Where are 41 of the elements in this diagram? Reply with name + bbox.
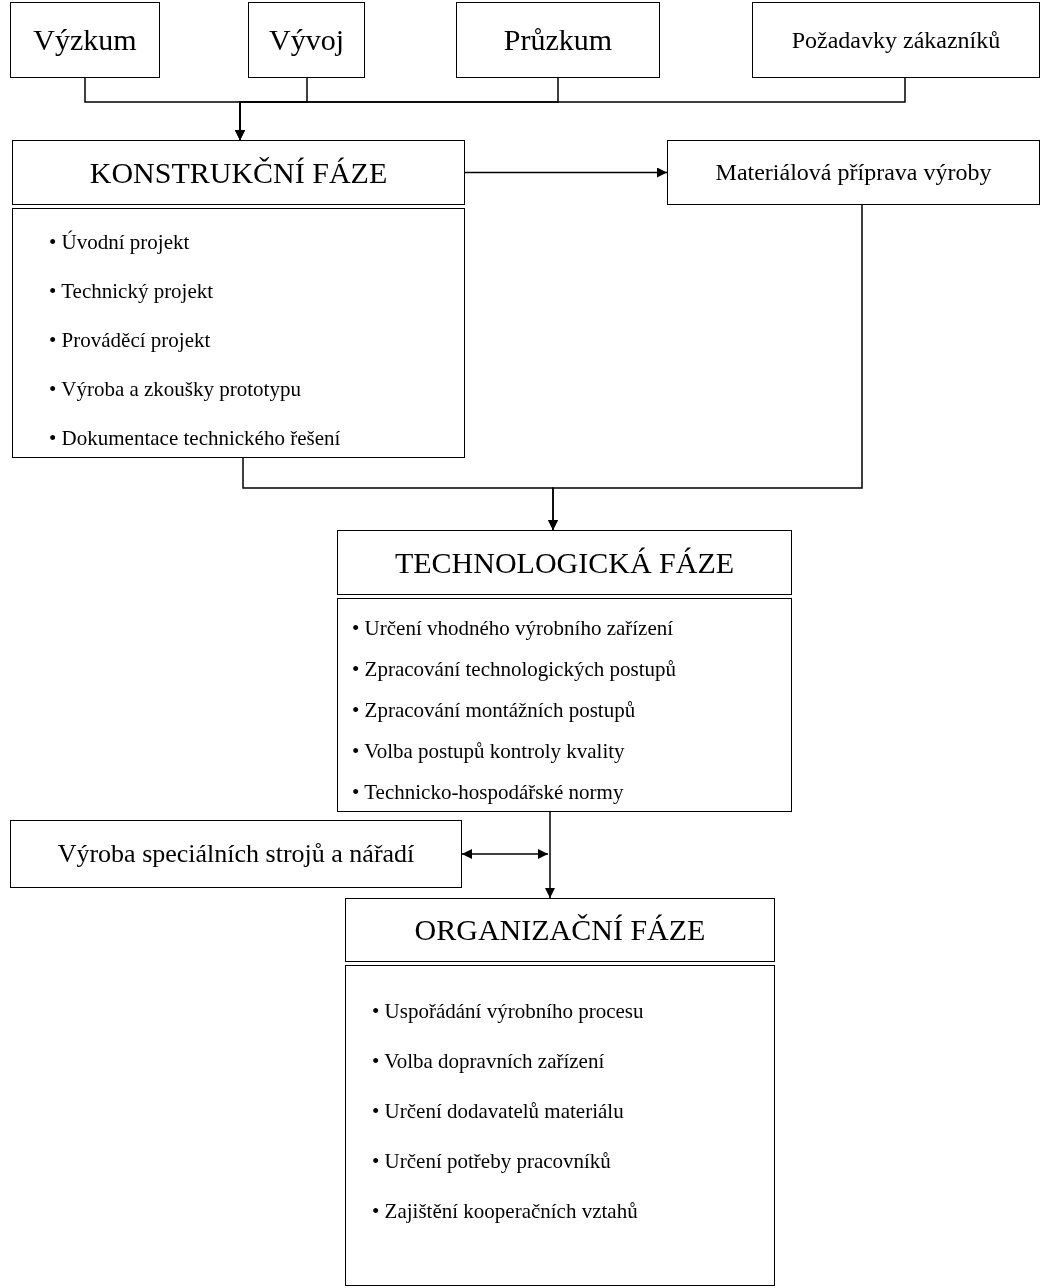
box-label: Výroba speciálních strojů a nářadí (57, 839, 415, 869)
box-label: Vývoj (269, 23, 344, 57)
arrow (548, 204, 863, 531)
list-item: • Určení vhodného výrobního zařízení (352, 615, 675, 641)
list-box (345, 965, 775, 1286)
list-item: • Volba postupů kontroly kvality (352, 738, 626, 764)
process-box (345, 898, 775, 962)
list-item: • Zajištění kooperačních vztahů (372, 1198, 639, 1224)
process-box (248, 2, 365, 78)
process-box (752, 2, 1040, 78)
process-box (337, 530, 792, 595)
list-item: • Úvodní projekt (49, 229, 191, 255)
arrow (545, 811, 555, 899)
process-box (12, 140, 465, 205)
list-item: • Uspořádání výrobního procesu (372, 998, 645, 1024)
box-label: Požadavky zákazníků (791, 26, 1001, 54)
box-label: Výzkum (33, 23, 137, 57)
list-item: • Prováděcí projekt (49, 327, 212, 353)
list-item: • Výroba a zkoušky prototypu (49, 376, 302, 402)
list-item: • Technický projekt (49, 278, 215, 304)
arrow (235, 77, 906, 141)
process-box (10, 820, 462, 888)
box-label: TECHNOLOGICKÁ FÁZE (394, 545, 735, 580)
box-label: Průzkum (503, 23, 613, 57)
process-box (667, 140, 1040, 205)
list-item: • Dokumentace technického řešení (49, 425, 342, 451)
process-box (10, 2, 160, 78)
box-label: Materiálová příprava výroby (715, 159, 992, 186)
list-item: • Zpracování technologických postupů (352, 656, 677, 682)
list-item: • Volba dopravních zařízení (372, 1048, 606, 1074)
box-label: ORGANIZAČNÍ FÁZE (414, 913, 706, 947)
list-box (12, 208, 465, 458)
list-item: • Určení potřeby pracovníků (372, 1148, 612, 1174)
process-box (456, 2, 660, 78)
list-item: • Zpracování montážních postupů (352, 697, 637, 723)
list-item: • Určení dodavatelů materiálu (372, 1098, 625, 1124)
arrow (464, 167, 668, 178)
list-item: • Technicko-hospodářské normy (352, 779, 625, 805)
arrow (461, 849, 549, 859)
list-box (337, 598, 792, 812)
box-label: KONSTRUKČNÍ FÁZE (89, 155, 388, 190)
